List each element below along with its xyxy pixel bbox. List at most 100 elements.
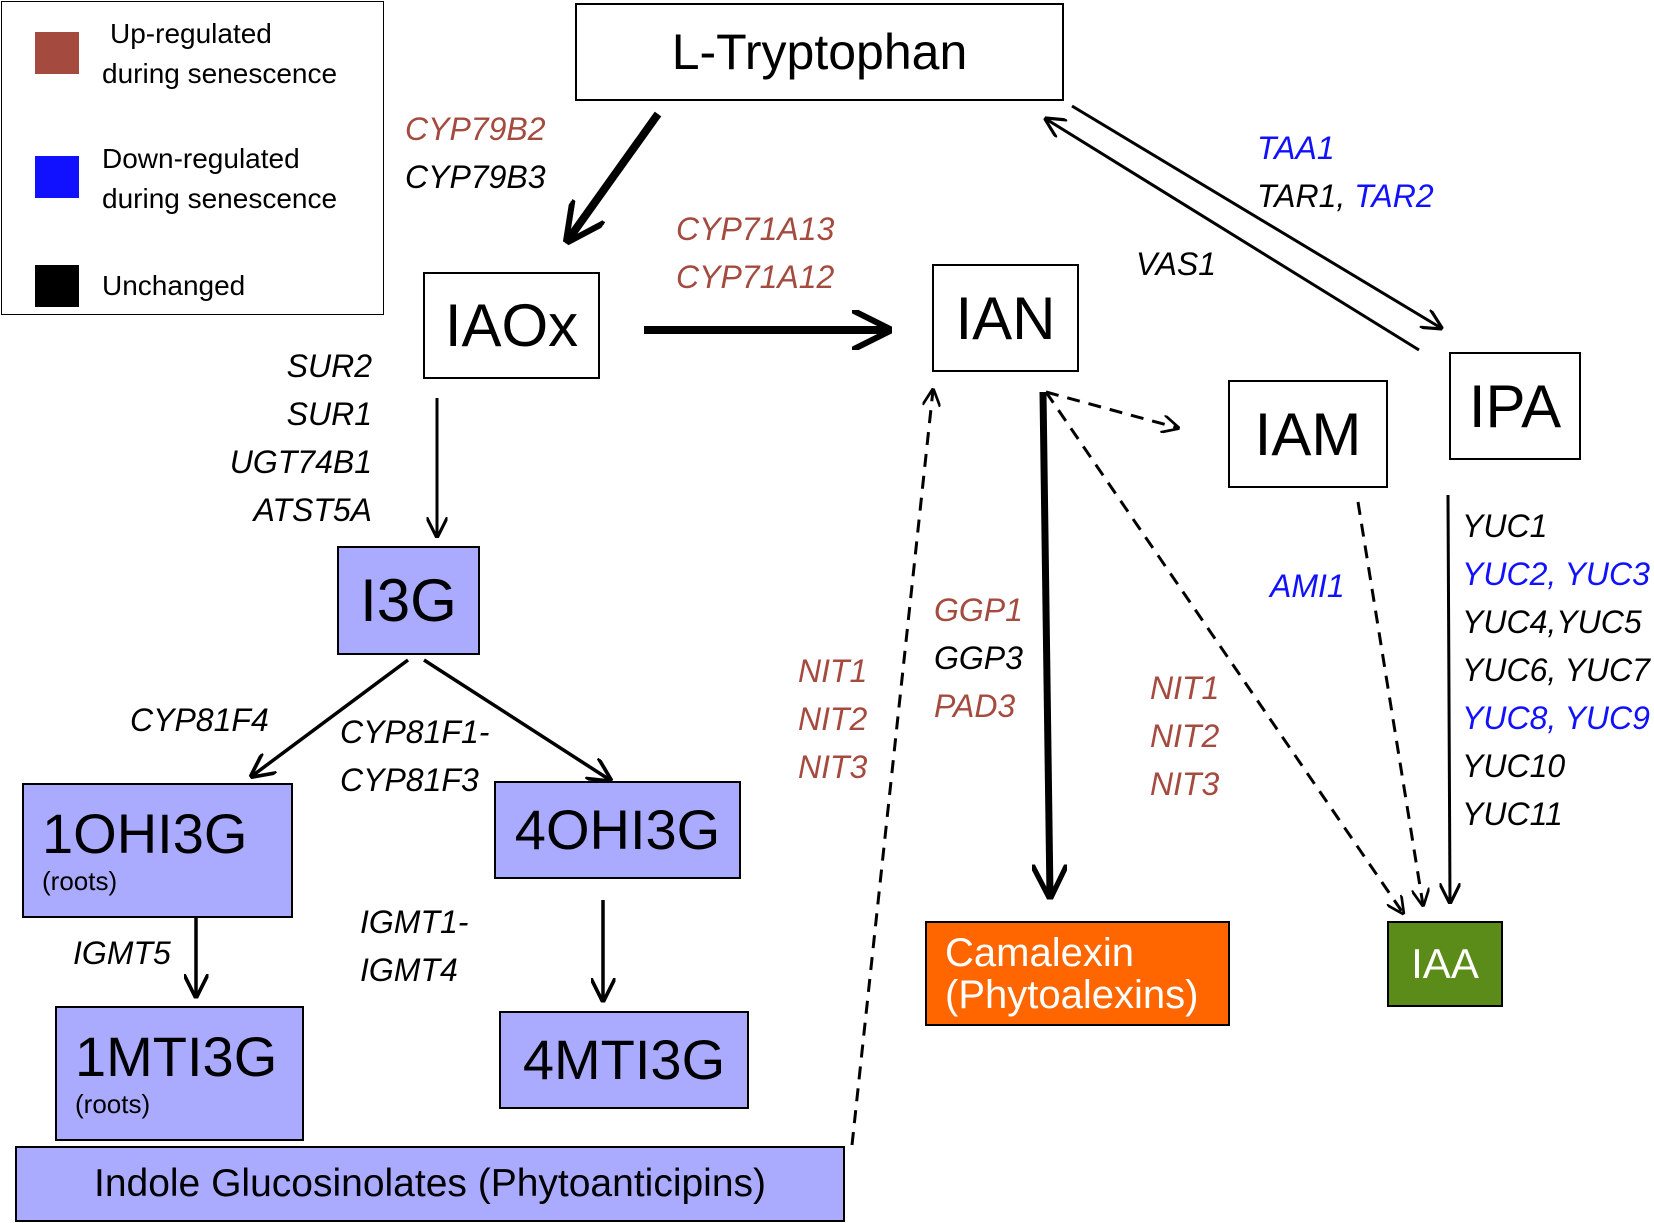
gene-line: SUR1	[230, 390, 372, 438]
arrow-trp-ipa	[1071, 104, 1441, 328]
gene-name: NIT2	[798, 701, 868, 737]
arrow-ian-camalexin	[1043, 391, 1050, 896]
legend: Up-regulated during senescence Down-regu…	[1, 1, 384, 315]
node-1mti3g-label: 1MTI3G	[75, 1025, 278, 1089]
arrow-i3g-1ohi3g	[252, 658, 410, 776]
gene-name: GGP3	[934, 640, 1023, 676]
gene-name: YUC11	[1462, 796, 1563, 832]
gene-name: CYP81F3	[340, 762, 479, 798]
arrow-i3g-4ohi3g	[423, 658, 610, 780]
node-1mti3g: 1MTI3G (roots)	[55, 1006, 304, 1141]
node-l-tryptophan: L-Tryptophan	[575, 3, 1064, 101]
legend-down-label: Down-regulated during senescence	[102, 143, 338, 214]
gene-name: CYP81F4	[130, 702, 269, 738]
gene-name: YUC8, YUC9	[1462, 700, 1650, 736]
gene-name: GGP1	[934, 592, 1023, 628]
gene-line: YUC8, YUC9	[1462, 694, 1650, 742]
gene-line: GGP3	[934, 634, 1023, 682]
gene-line: CYP81F4	[130, 696, 269, 744]
legend-up-label: Up-regulated during senescence	[102, 18, 338, 89]
gene-line: CYP79B3	[405, 153, 546, 201]
node-1ohi3g-label: 1OHI3G	[42, 802, 248, 866]
arrow-ig-ian	[850, 390, 933, 1146]
gene-line: YUC2, YUC3	[1462, 550, 1650, 598]
gene-line: YUC10	[1462, 742, 1650, 790]
node-camalexin: Camalexin (Phytoalexins)	[925, 921, 1230, 1026]
gene-line: UGT74B1	[230, 438, 372, 486]
node-i3g: I3G	[337, 546, 480, 655]
gene-name: PAD3	[934, 688, 1016, 724]
gene-name: IGMT5	[73, 935, 171, 971]
gene-name: NIT1	[798, 653, 868, 689]
node-iam: IAM	[1228, 380, 1388, 488]
gene-name: CYP79B2	[405, 111, 546, 147]
gene-name: YUC6, YUC7	[1462, 652, 1650, 688]
gene-name: NIT1	[1150, 670, 1220, 706]
arrow-trp-iaox	[568, 111, 662, 240]
gene-name: CYP71A12	[676, 259, 835, 295]
node-4mti3g: 4MTI3G	[499, 1011, 749, 1109]
node-indole-glucosinolates: Indole Glucosinolates (Phytoanticipins)	[15, 1146, 845, 1222]
genes-cyp81f4: CYP81F4	[130, 696, 269, 744]
arrow-ipa-trp	[1046, 119, 1420, 352]
genes-vas: VAS1	[1136, 240, 1216, 288]
node-iaox: IAOx	[423, 272, 600, 379]
gene-line: AMI1	[1270, 562, 1345, 610]
genes-igmt5: IGMT5	[73, 929, 171, 977]
gene-line: NIT1	[798, 647, 867, 695]
gene-name: YUC1	[1462, 508, 1548, 544]
gene-name: ATST5A	[253, 492, 372, 528]
gene-name: UGT74B1	[229, 444, 372, 480]
gene-line: YUC6, YUC7	[1462, 646, 1650, 694]
node-iaa: IAA	[1387, 921, 1503, 1007]
node-camalexin-sublabel: (Phytoalexins)	[945, 972, 1199, 1017]
node-camalexin-label: Camalexin	[945, 930, 1134, 975]
gene-line: NIT1	[1150, 664, 1219, 712]
gene-name: CYP71A13	[676, 211, 835, 247]
gene-line: CYP71A12	[676, 253, 834, 301]
gene-name: AMI1	[1270, 568, 1345, 604]
legend-up-swatch	[35, 32, 79, 74]
arrow-ipa-iaa	[1448, 494, 1450, 902]
gene-line: TAR1, TAR2	[1257, 172, 1434, 220]
gene-name: VAS1	[1136, 246, 1217, 282]
gene-line: IGMT4	[360, 946, 468, 994]
gene-line: VAS1	[1136, 240, 1216, 288]
gene-line: CYP81F3	[340, 756, 489, 804]
gene-line: CYP79B2	[405, 105, 546, 153]
gene-name: TAR2	[1354, 178, 1434, 214]
genes-igmt1-4: IGMT1- IGMT4	[360, 898, 468, 994]
gene-name: IGMT1-	[360, 904, 469, 940]
node-1mti3g-sublabel: (roots)	[75, 1089, 151, 1120]
gene-name: NIT2	[1150, 718, 1220, 754]
gene-line: YUC1	[1462, 502, 1650, 550]
gene-name: CYP81F1-	[340, 714, 490, 750]
gene-line: IGMT1-	[360, 898, 468, 946]
genes-cyp81f1-f3: CYP81F1- CYP81F3	[340, 708, 489, 804]
gene-name: YUC4,YUC5	[1462, 604, 1642, 640]
node-ian: IAN	[932, 264, 1079, 372]
node-1ohi3g: 1OHI3G (roots)	[22, 783, 293, 918]
gene-name: SUR1	[286, 396, 372, 432]
gene-line: ATST5A	[230, 486, 372, 534]
gene-name: SUR2	[286, 348, 372, 384]
gene-line: NIT2	[1150, 712, 1219, 760]
gene-line: CYP71A13	[676, 205, 834, 253]
arrow-ian-iam	[1045, 390, 1178, 428]
gene-name: TAR1,	[1257, 178, 1355, 214]
gene-name: CYP79B3	[405, 159, 546, 195]
gene-line: IGMT5	[73, 929, 171, 977]
gene-line: YUC11	[1462, 790, 1650, 838]
node-ipa: IPA	[1449, 352, 1581, 460]
legend-down-swatch	[35, 156, 79, 198]
